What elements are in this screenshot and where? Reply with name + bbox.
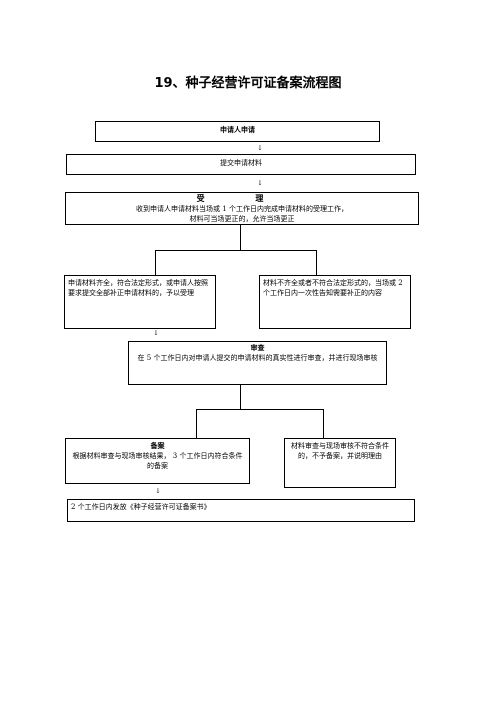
incomplete-box: 材料不齐全或者不符合法定形式的，当场或 2 个工作日内一次性告知需要补正的内容 bbox=[259, 275, 411, 329]
incomplete-text: 材料不齐全或者不符合法定形式的，当场或 2 个工作日内一次性告知需要补正的内容 bbox=[263, 279, 403, 297]
accept-line2: 材料可当场更正的，允许当场更正 bbox=[189, 215, 295, 223]
review-text: 在 5 个工作日内对申请人提交的申请材料的真实性进行审查，并进行现场审核 bbox=[137, 354, 378, 362]
record-title: 备案 bbox=[150, 442, 165, 450]
arrow-down-icon: ↓ bbox=[155, 487, 161, 495]
connector-line bbox=[155, 250, 317, 251]
arrow-down-icon: ↓ bbox=[257, 179, 263, 187]
connector-line bbox=[323, 409, 324, 438]
apply-box: 申请人申请 bbox=[95, 121, 380, 142]
accept-box: 受 理 收到申请人申请材料当场或 1 个工作日内完成申请材料的受理工作， 材料可… bbox=[65, 192, 419, 225]
arrow-down-icon: ↓ bbox=[153, 329, 159, 337]
connector-line bbox=[316, 250, 317, 275]
record-text: 根据材料审查与现场审核结果， 3 个工作日内符合条件的备案 bbox=[72, 452, 243, 470]
submit-box: 提交申请材料 bbox=[66, 154, 416, 175]
reject-text: 材料审查与现场审核不符合条件的，不予备案，并说明理由 bbox=[291, 442, 389, 460]
review-box: 审查 在 5 个工作日内对申请人提交的申请材料的真实性进行审查，并进行现场审核 bbox=[128, 341, 387, 385]
connector-line bbox=[196, 409, 324, 410]
record-box: 备案 根据材料审查与现场审核结果， 3 个工作日内符合条件的备案 bbox=[65, 438, 250, 484]
issue-box: 2 个工作日内发放《种子经营许可证备案书》 bbox=[67, 499, 415, 522]
issue-text: 2 个工作日内发放《种子经营许可证备案书》 bbox=[71, 503, 211, 511]
page-title: 19、种子经营许可证备案流程图 bbox=[154, 76, 342, 91]
connector-line bbox=[240, 385, 241, 409]
complete-box: 申请材料齐全，符合法定形式，或申请人按照要求提交全部补正申请材料的，予以受理 bbox=[64, 275, 216, 329]
review-title: 审查 bbox=[250, 344, 265, 352]
apply-label: 申请人申请 bbox=[220, 126, 255, 134]
accept-title: 受 理 bbox=[196, 194, 288, 203]
connector-line bbox=[196, 409, 197, 438]
arrow-down-icon: ↓ bbox=[257, 144, 263, 152]
connector-line bbox=[240, 225, 241, 250]
connector-line bbox=[155, 250, 156, 275]
accept-line1: 收到申请人申请材料当场或 1 个工作日内完成申请材料的受理工作， bbox=[136, 205, 348, 213]
reject-box: 材料审查与现场审核不符合条件的，不予备案，并说明理由 bbox=[284, 438, 396, 488]
submit-label: 提交申请材料 bbox=[220, 159, 262, 167]
complete-text: 申请材料齐全，符合法定形式，或申请人按照要求提交全部补正申请材料的，予以受理 bbox=[68, 279, 208, 297]
